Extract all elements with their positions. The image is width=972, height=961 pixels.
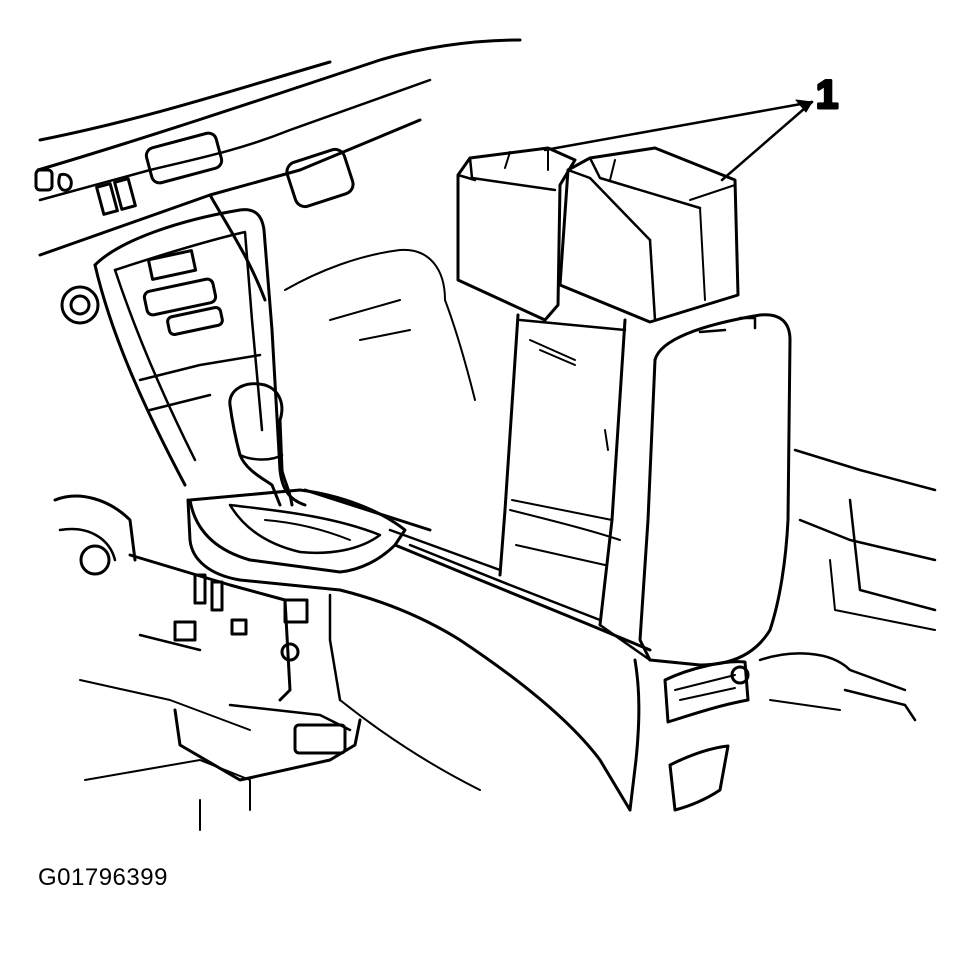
leader-line-left <box>543 100 814 152</box>
center-stack-bezel <box>93 208 307 507</box>
callout-leaders <box>543 99 814 182</box>
shifter-bezel <box>188 488 432 574</box>
cup-holder-insert-left <box>456 146 577 322</box>
armrest-lid <box>598 313 792 667</box>
cup-holder-insert-right <box>558 146 740 324</box>
leader-line-right <box>720 100 814 182</box>
center-console <box>186 498 652 812</box>
floor-bracket <box>53 494 362 831</box>
rear-air-vent <box>663 660 750 812</box>
figure-id: G01796399 <box>38 864 168 891</box>
shift-lever <box>228 382 294 507</box>
instrument-panel <box>34 38 522 325</box>
cup-holder-tower <box>498 313 627 627</box>
cup-holder-inserts <box>456 146 740 324</box>
callout-number: 1 <box>816 73 838 117</box>
leader-arrowhead <box>795 99 813 113</box>
floor-outline <box>284 248 937 722</box>
